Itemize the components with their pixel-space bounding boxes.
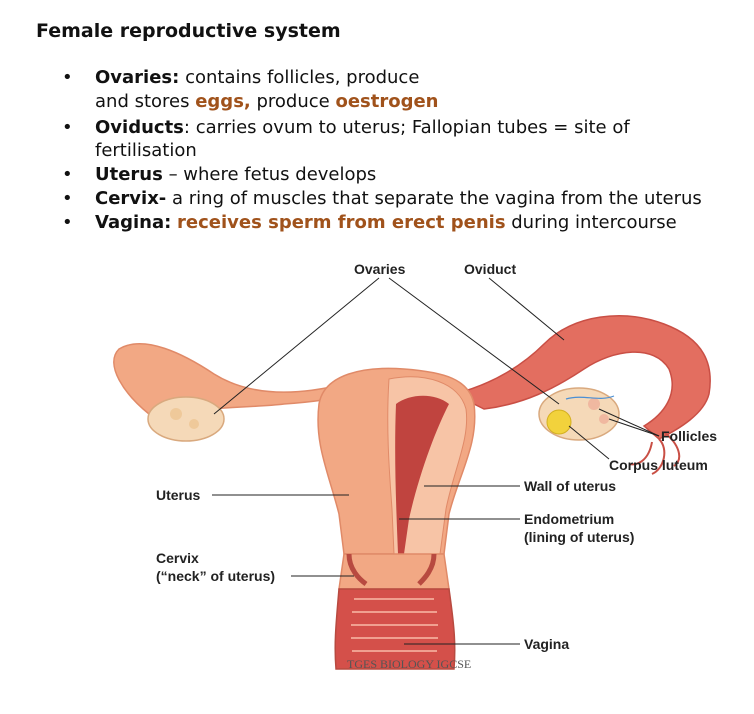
ovaries-desc: contains follicles, produce — [179, 67, 420, 88]
page-title: Female reproductive system — [36, 20, 341, 42]
corpus-luteum — [546, 409, 572, 435]
label-ovaries: Ovaries — [354, 261, 406, 277]
term-oviducts: Oviducts — [95, 117, 184, 138]
reproductive-system-diagram: Ovaries Oviduct Follicles Corpus luteum … — [113, 261, 717, 671]
label-corpus-luteum: Corpus luteum — [609, 457, 708, 473]
right-ovary-follicle — [599, 414, 609, 424]
bullet-uterus: Uterus – where fetus develops — [95, 163, 376, 187]
watermark: TGES BIOLOGY IGCSE — [347, 657, 471, 671]
bullet-cervix: Cervix- a ring of muscles that separate … — [95, 187, 702, 211]
bullet-oviducts-line1: Oviducts: carries ovum to uterus; Fallop… — [95, 116, 630, 140]
bullet-dot: • — [62, 117, 73, 138]
left-ovary — [147, 396, 225, 442]
label-follicles: Follicles — [661, 428, 717, 444]
label-wall-of-uterus: Wall of uterus — [524, 478, 616, 494]
vagina — [334, 588, 456, 670]
bullet-dot: • — [62, 164, 73, 185]
label-vagina: Vagina — [524, 636, 569, 652]
right-fimbriae — [628, 431, 681, 475]
oviducts-desc: : carries ovum to uterus; Fallopian tube… — [183, 117, 630, 138]
term-uterus: Uterus — [95, 164, 163, 185]
bullet-ovaries-line2: and stores eggs, produce oestrogen — [95, 90, 439, 114]
vaginal-rugae — [351, 598, 438, 652]
bullet-ovaries-line1: Ovaries: contains follicles, produce — [95, 66, 419, 90]
right-oviduct — [451, 315, 711, 440]
endometrium — [395, 395, 449, 554]
bullet-oviducts-line2: fertilisation — [95, 140, 197, 161]
cervical-ring — [346, 553, 437, 587]
uterus-desc: – where fetus develops — [162, 164, 377, 185]
ovaries-desc-2a: and stores — [95, 91, 196, 112]
label-endometrium-note: (lining of uterus) — [524, 529, 634, 545]
ovaries-desc-2b: produce — [250, 91, 336, 112]
left-ovary-follicle — [189, 419, 199, 429]
label-endometrium: Endometrium — [524, 511, 614, 527]
highlight-eggs: eggs, — [195, 91, 251, 112]
label-cervix-note: (“neck” of uterus) — [156, 568, 275, 584]
label-uterus: Uterus — [156, 487, 201, 503]
bullet-vagina: Vagina: receives sperm from erect penis … — [95, 211, 677, 235]
label-cervix: Cervix — [156, 550, 199, 566]
term-vagina: Vagina: — [95, 212, 172, 233]
right-ovary-follicle — [588, 398, 600, 410]
vagina-desc: during intercourse — [505, 212, 677, 233]
ovary-vessel — [565, 395, 615, 400]
left-ovary-follicle — [170, 408, 182, 420]
bullet-dot: • — [62, 67, 73, 88]
leader-lines — [212, 277, 660, 645]
bullet-dot: • — [62, 212, 73, 233]
term-ovaries: Ovaries: — [95, 67, 180, 88]
term-cervix: Cervix- — [95, 188, 167, 209]
label-oviduct: Oviduct — [464, 261, 516, 277]
bullet-dot: • — [62, 188, 73, 209]
highlight-oestrogen: oestrogen — [335, 91, 439, 112]
highlight-receives-sperm: receives sperm from erect penis — [177, 212, 506, 233]
cervix-desc: a ring of muscles that separate the vagi… — [166, 188, 702, 209]
